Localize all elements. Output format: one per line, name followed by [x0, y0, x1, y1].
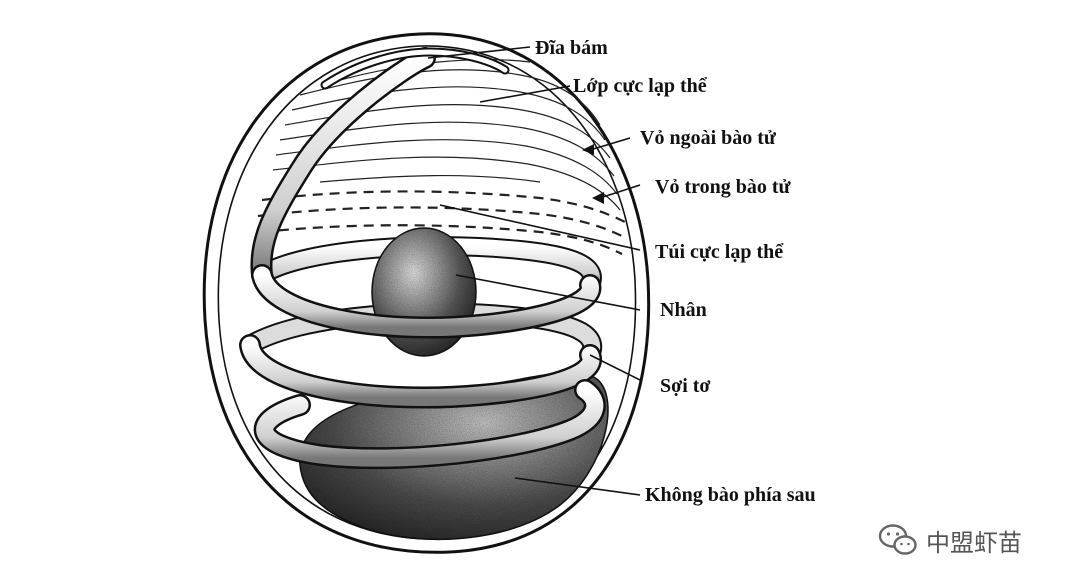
label-posterior-vacuole: Không bào phía sau: [645, 484, 816, 506]
watermark: 中盟虾苗: [878, 520, 1022, 560]
wechat-icon: [878, 524, 917, 555]
label-anchor-disc: Đĩa bám: [535, 37, 608, 59]
polar-filament-back-coils: [240, 236, 602, 365]
anchor-disc-shape: [320, 47, 510, 90]
leader-arrowheads: [582, 144, 604, 204]
label-exospore: Vỏ ngoài bào tử: [640, 127, 776, 149]
label-endospore: Vỏ trong bào tử: [655, 176, 791, 198]
label-polaroplast-sac: Túi cực lạp thể: [655, 241, 784, 263]
watermark-text: 中盟虾苗: [926, 528, 1022, 557]
label-nucleus: Nhân: [660, 299, 707, 321]
polaroplast-vesicles: [257, 190, 627, 255]
leader-lines: [427, 46, 641, 496]
label-polaroplast-layer: Lớp cực lạp thể: [573, 75, 707, 97]
label-polar-filament: Sợi tơ: [660, 375, 711, 397]
polar-filament-front: [239, 47, 606, 470]
